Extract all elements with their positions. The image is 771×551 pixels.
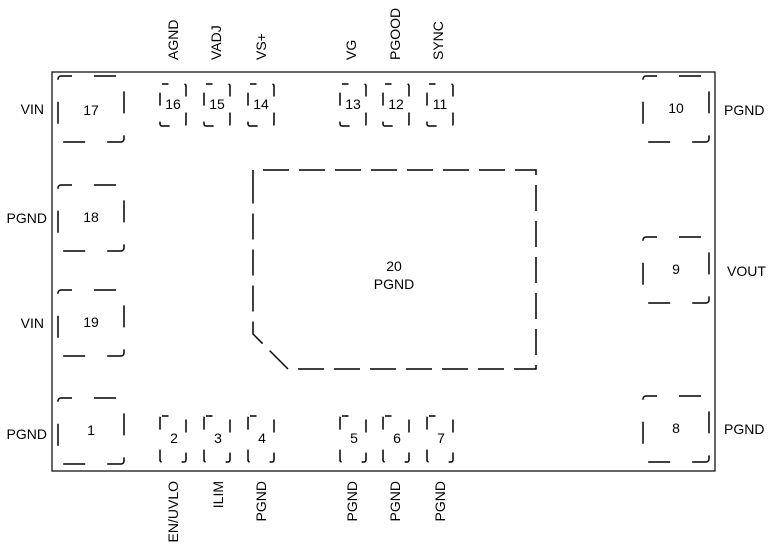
center-pad-number: 20 — [386, 258, 402, 274]
pin-8-label: PGND — [724, 421, 764, 437]
pin-9: 9 — [642, 236, 710, 304]
pin-13: 13 — [339, 83, 367, 127]
pin-6-label: PGND — [387, 481, 403, 521]
pin-4-label: PGND — [253, 481, 269, 521]
pin-17-label: VIN — [21, 101, 44, 117]
pin-10-label: PGND — [724, 102, 764, 118]
pin-4: 4 — [247, 415, 275, 463]
pin-4-number: 4 — [258, 430, 266, 446]
pin-10: 10 — [642, 75, 710, 143]
pin-17-pad — [57, 75, 125, 143]
pin-2: 2 — [159, 415, 187, 463]
pin-9-label: VOUT — [727, 263, 766, 279]
pin-12: 12 — [382, 83, 410, 127]
pin-12-number: 12 — [388, 96, 404, 112]
pin-7-label: PGND — [432, 481, 448, 521]
pin-5-label: PGND — [344, 481, 360, 521]
pin-1-label: PGND — [7, 426, 47, 442]
pin-19-label: VIN — [21, 315, 44, 331]
pin-14-label: VS+ — [253, 33, 269, 60]
pin-11-number: 11 — [433, 96, 448, 112]
pin-7: 7 — [426, 415, 454, 463]
pin-3-number: 3 — [214, 430, 222, 446]
pin-19-pad — [57, 289, 125, 357]
pin-5-number: 5 — [350, 430, 358, 446]
pin-8-number: 8 — [672, 420, 680, 436]
pin-12-label: PGOOD — [387, 8, 403, 60]
center-pad-label: PGND — [374, 276, 414, 292]
pin-17: 17 — [57, 75, 125, 143]
pin-18: 18 — [57, 184, 125, 252]
pin-19-number: 19 — [83, 314, 99, 330]
pin-1-pad — [57, 397, 125, 465]
pin-9-number: 9 — [672, 261, 680, 277]
pin-18-number: 18 — [83, 209, 99, 225]
pin-14: 14 — [247, 83, 275, 127]
pin-6: 6 — [382, 415, 410, 463]
pin-3: 3 — [203, 415, 231, 463]
pin-19: 19 — [57, 289, 125, 357]
package-outline — [51, 71, 716, 472]
pin-5: 5 — [339, 415, 367, 463]
pin-16: 16 — [159, 83, 187, 127]
pin-11-label: SYNC — [430, 21, 446, 60]
pin-10-pad — [642, 75, 710, 143]
pin-16-label: AGND — [165, 20, 181, 60]
pin-7-number: 7 — [437, 430, 445, 446]
pin-17-number: 17 — [83, 102, 99, 118]
pin-15-label: VADJ — [208, 25, 224, 60]
pin-9-pad — [642, 236, 710, 304]
pin-8: 8 — [642, 395, 710, 463]
pin-14-number: 14 — [253, 96, 269, 112]
pin-15-number: 15 — [209, 96, 225, 112]
pin-1-number: 1 — [87, 422, 95, 438]
pin-18-label: PGND — [7, 210, 47, 226]
pin-2-label: EN/UVLO — [165, 481, 181, 543]
pin-13-label: VG — [343, 40, 359, 60]
pin-6-number: 6 — [393, 430, 401, 446]
pin-10-number: 10 — [668, 100, 684, 116]
pin-16-number: 16 — [165, 96, 181, 112]
pin-18-pad — [57, 184, 125, 252]
pin-13-number: 13 — [345, 96, 361, 112]
pin-11: 11 — [426, 83, 454, 127]
pin-8-pad — [642, 395, 710, 463]
pin-15: 15 — [203, 83, 231, 127]
pin-1: 1 — [57, 397, 125, 465]
pin-3-label: ILIM — [210, 481, 226, 508]
pin-2-number: 2 — [170, 430, 178, 446]
center-pad-outline — [252, 169, 537, 370]
